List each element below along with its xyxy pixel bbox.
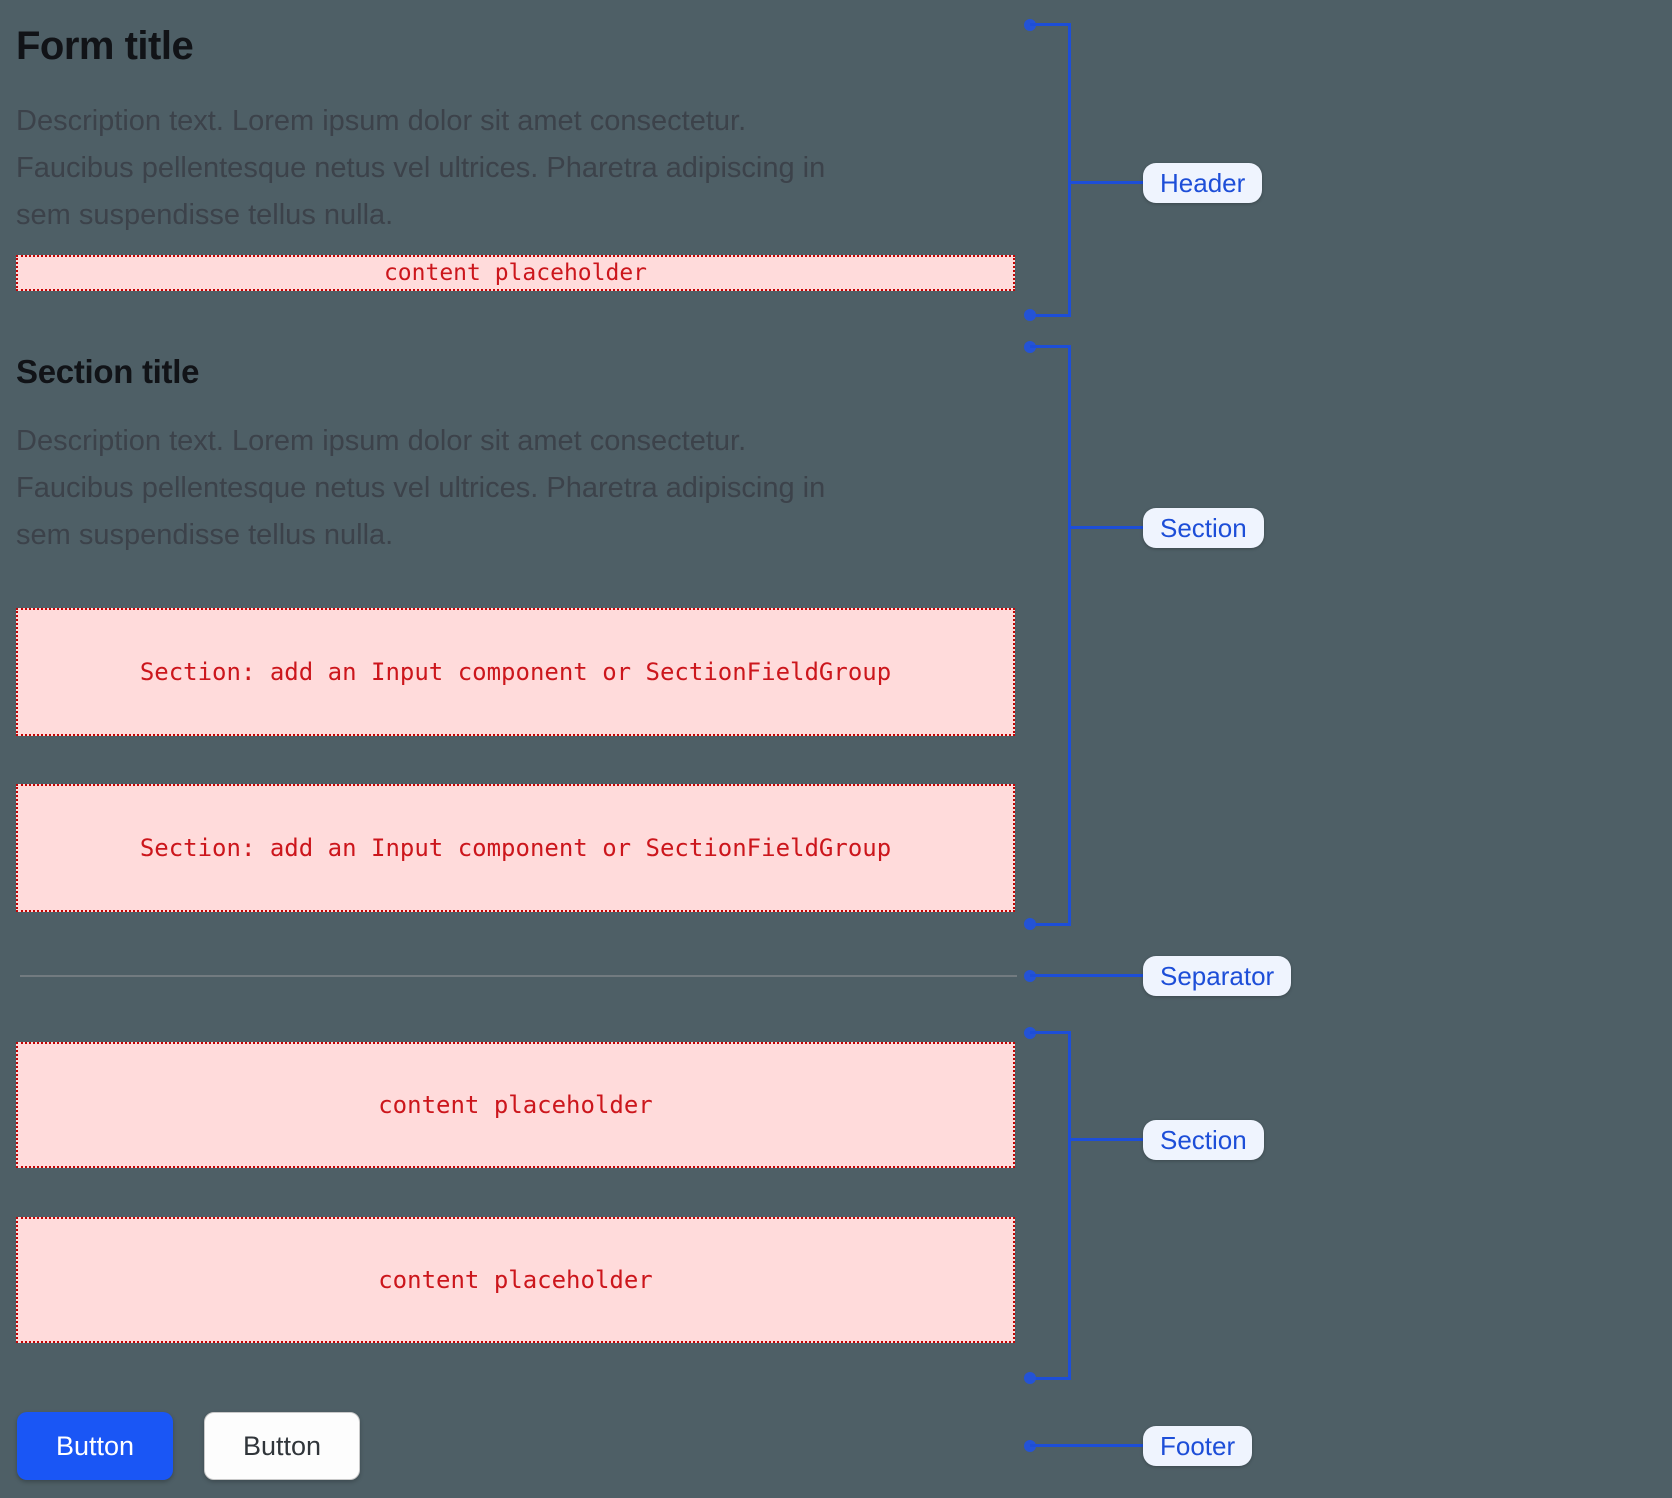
annotation-dot	[1024, 918, 1036, 930]
annotation-line	[1071, 181, 1143, 184]
annotation-label-section: Section	[1143, 1120, 1264, 1160]
annotation-line	[1071, 526, 1143, 529]
annotation-label-header: Header	[1143, 163, 1263, 203]
annotation-line	[1068, 1031, 1071, 1380]
annotation-line	[1071, 1138, 1143, 1141]
section-fieldgroup-placeholder: Section: add an Input component or Secti…	[16, 608, 1015, 736]
annotation-label-separator: Separator	[1143, 956, 1292, 996]
header-content-placeholder: content placeholder	[16, 255, 1015, 291]
section-fieldgroup-placeholder: Section: add an Input component or Secti…	[16, 784, 1015, 912]
form-description-line: Description text. Lorem ipsum dolor sit …	[16, 105, 747, 137]
annotation-label-section: Section	[1143, 508, 1264, 548]
section-content-placeholder: content placeholder	[16, 1217, 1015, 1343]
section-description-line: Faucibus pellentesque netus vel ultrices…	[16, 472, 826, 504]
annotation-line	[1030, 1031, 1071, 1034]
annotation-line	[1030, 345, 1071, 348]
annotation-line	[1030, 1377, 1071, 1380]
annotation-dot	[1024, 1372, 1036, 1384]
annotation-dot	[1024, 309, 1036, 321]
annotation-line	[1030, 923, 1071, 926]
section-title: Section title	[16, 353, 200, 390]
section-description: Description text. Lorem ipsum dolor sit …	[16, 418, 1026, 559]
annotation-line	[1030, 1444, 1143, 1447]
annotation-line	[1030, 314, 1071, 317]
annotation-line	[1030, 974, 1143, 977]
separator-line	[20, 975, 1017, 977]
form-description-line: Faucibus pellentesque netus vel ultrices…	[16, 152, 826, 184]
section-description-line: sem suspendisse tellus nulla.	[16, 519, 394, 551]
form-description: Description text. Lorem ipsum dolor sit …	[16, 98, 1026, 239]
annotation-line	[1068, 345, 1071, 926]
primary-button[interactable]: Button	[17, 1412, 173, 1480]
section-description-line: Description text. Lorem ipsum dolor sit …	[16, 425, 747, 457]
annotation-line	[1068, 23, 1071, 317]
annotation-label-footer: Footer	[1143, 1426, 1253, 1466]
section-content-placeholder: content placeholder	[16, 1042, 1015, 1168]
form-title: Form title	[16, 24, 194, 68]
secondary-button[interactable]: Button	[204, 1412, 360, 1480]
form-description-line: sem suspendisse tellus nulla.	[16, 199, 394, 231]
annotation-line	[1030, 23, 1071, 26]
